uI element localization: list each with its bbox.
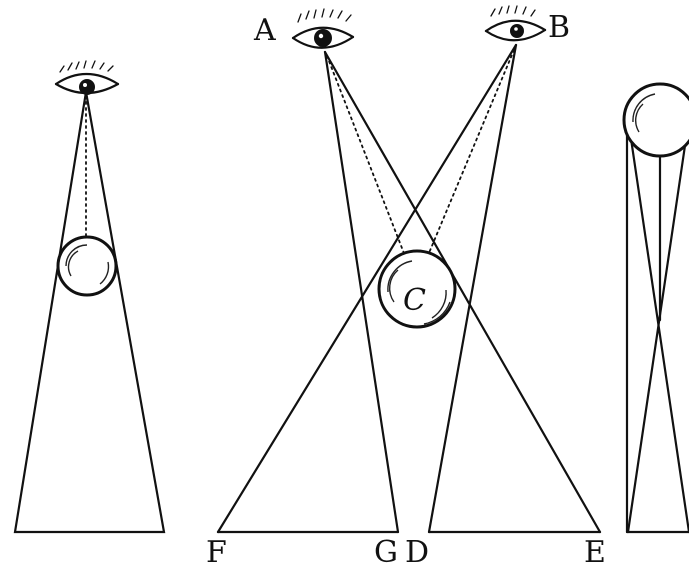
right-panel xyxy=(622,82,689,534)
ray-b-to-f xyxy=(216,43,518,534)
center-sphere xyxy=(377,249,457,329)
ray-a-to-e xyxy=(323,50,602,534)
left-sphere xyxy=(56,235,118,297)
ray-b-to-d xyxy=(427,43,518,534)
label-f: F xyxy=(206,535,227,567)
eye-b-icon xyxy=(484,5,547,42)
left-viewing-cone xyxy=(13,91,166,534)
label-e: E xyxy=(584,535,606,567)
label-d: D xyxy=(405,535,429,567)
sight-line-b xyxy=(415,49,515,285)
left-panel xyxy=(13,60,166,534)
left-eye-icon xyxy=(54,60,120,95)
middle-panel: C A B F G D E xyxy=(206,5,606,567)
label-b: B xyxy=(548,10,570,45)
right-ray-cross-1 xyxy=(628,130,689,534)
right-ray-cross-2 xyxy=(626,130,689,534)
right-sphere xyxy=(622,82,689,158)
ray-a-to-g xyxy=(323,50,400,534)
eye-a-icon xyxy=(291,8,355,49)
sight-line-a xyxy=(326,55,417,285)
label-c: C xyxy=(403,283,426,318)
label-g: G xyxy=(374,535,398,567)
label-a: A xyxy=(253,13,276,48)
